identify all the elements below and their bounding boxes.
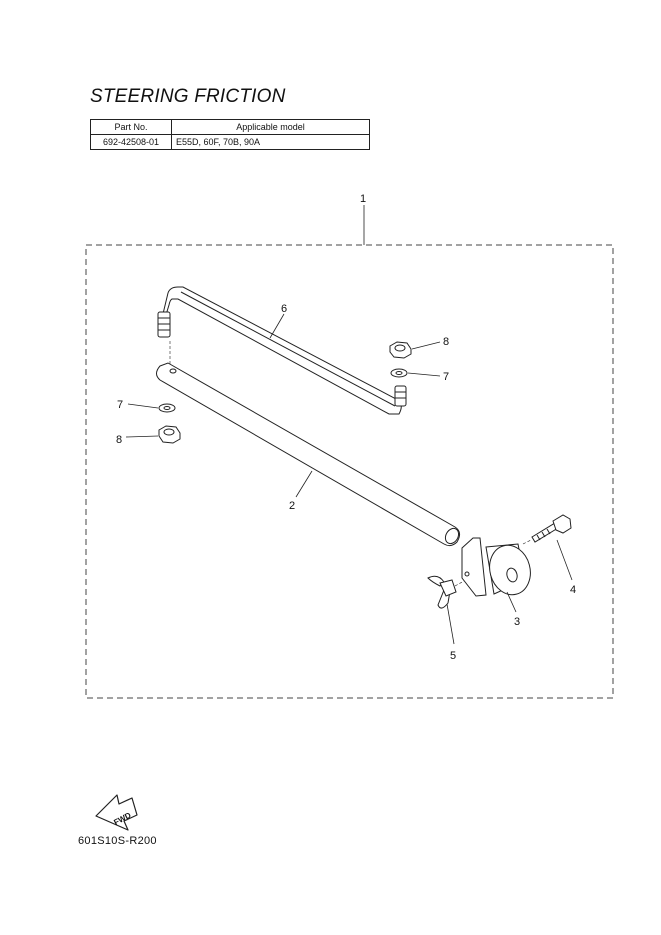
leader-line-7-lower (127, 403, 159, 409)
table-header-row: Part No. Applicable model (90, 119, 370, 135)
page-title: STEERING FRICTION (90, 86, 286, 107)
applicability-table: Part No. Applicable model 692-42508-01 E… (90, 119, 370, 150)
nut-upper (389, 341, 412, 359)
link-rod-stud-right (394, 385, 407, 407)
leader-line-2 (295, 470, 313, 498)
bolt (531, 514, 572, 543)
washer-upper (390, 368, 408, 378)
callout-6: 6 (281, 303, 287, 315)
leader-line-7-upper (407, 372, 441, 377)
link-rod (161, 286, 402, 415)
applicable-model-cell: E55D, 60F, 70B, 90A (171, 134, 370, 150)
callout-8-upper: 8 (443, 336, 449, 348)
callout-7-lower: 7 (117, 399, 123, 411)
drawing-code: 601S10S-R200 (78, 835, 157, 847)
leader-line-6 (269, 313, 285, 339)
nut-lower (158, 425, 181, 444)
friction-block (461, 537, 531, 597)
link-rod-stud-left (157, 311, 171, 338)
assembly-boundary (85, 244, 614, 699)
wing-nut (427, 575, 457, 609)
leader-line-4 (556, 539, 573, 581)
callout-2: 2 (289, 500, 295, 512)
callout-7-upper: 7 (443, 371, 449, 383)
callout-4: 4 (570, 584, 576, 596)
leader-line-8-lower (125, 435, 159, 438)
washer-lower (158, 403, 176, 413)
callout-3: 3 (514, 616, 520, 628)
leader-line-5 (446, 603, 455, 645)
wing-nut-guide-line (454, 580, 465, 587)
table-row: 692-42508-01 E55D, 60F, 70B, 90A (90, 134, 370, 150)
fwd-arrow-icon: FWD (95, 794, 138, 831)
leader-line-3 (506, 591, 517, 613)
callout-8-lower: 8 (116, 434, 122, 446)
bolt-guide-line (522, 539, 532, 545)
callout-5: 5 (450, 650, 456, 662)
callout-1: 1 (360, 193, 366, 205)
leader-line-8-upper (411, 341, 441, 350)
friction-rod (156, 362, 461, 547)
